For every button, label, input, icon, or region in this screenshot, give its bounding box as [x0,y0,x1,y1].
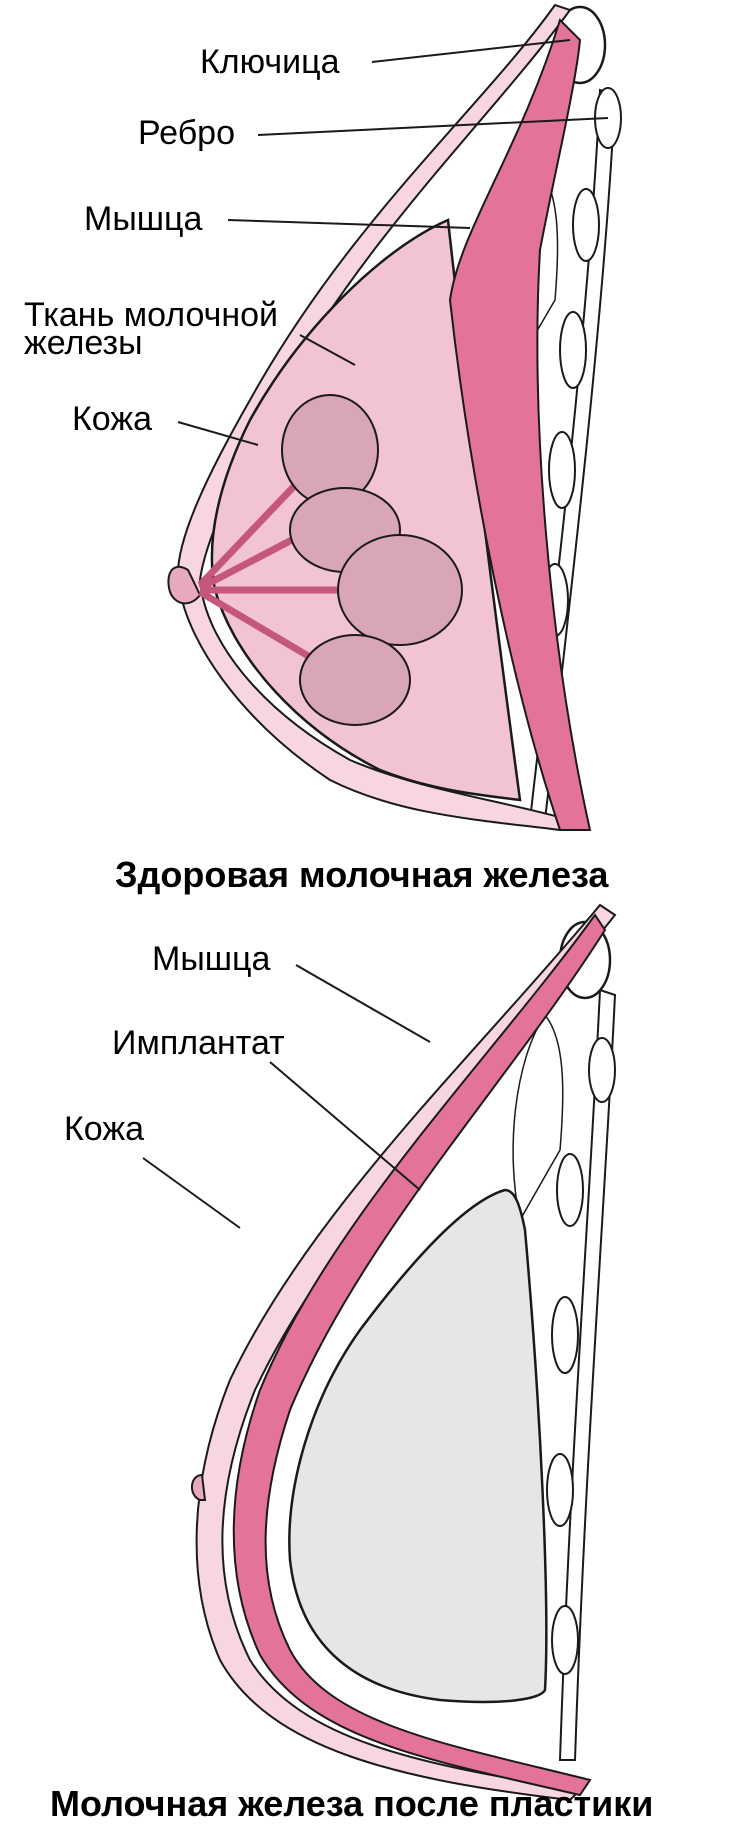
implant [288,1188,548,1704]
lobules [281,394,463,726]
nipple [191,1473,207,1501]
muscle-layer [232,913,607,1797]
muscle-label: Мышца [84,200,203,238]
implant-breast-diagram: Мышца Имплантат Кожа Молочная железа пос… [0,900,750,1829]
implant-caption: Молочная железа после пластики [50,1783,654,1824]
skin-label: Кожа [72,400,152,438]
gland-tissue-label-line2: железы [24,324,143,362]
clavicle-label: Ключица [200,43,340,81]
leader-lines [142,964,431,1229]
nipple [167,565,202,605]
implant-breast-illustration [142,903,617,1802]
healthy-breast-diagram: Ключица Ребро Мышца Ткань молочной желез… [0,0,750,900]
healthy-caption: Здоровая молочная железа [115,854,609,895]
gland-tissue-label-line1: Ткань молочной [24,296,279,334]
muscle-layer [448,18,592,831]
leader-lines [177,39,609,446]
rib-label: Ребро [138,114,236,152]
muscle-label: Мышца [152,940,271,978]
healthy-breast-illustration [167,3,622,832]
implant-label: Имплантат [112,1024,285,1062]
skin-label: Кожа [64,1110,144,1148]
